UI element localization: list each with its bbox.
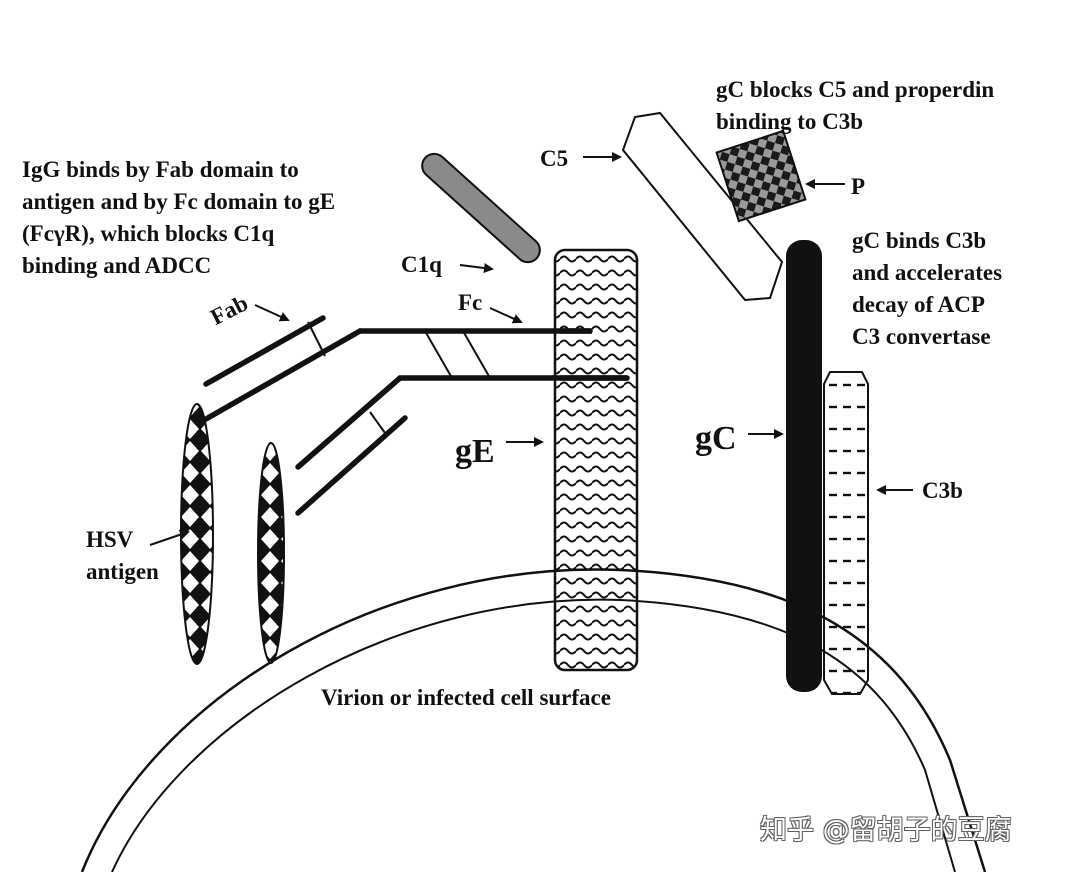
gc-blocks-annotation: gC blocks C5 and properdin binding to C3…: [716, 74, 994, 138]
gc-binds-line-4: C3 convertase: [852, 324, 991, 349]
properdin-molecule: [715, 129, 807, 223]
c3b-label: C3b: [922, 478, 963, 503]
c1q-label: C1q: [401, 252, 442, 277]
hsv-label-line-2: antigen: [86, 559, 159, 584]
surface-label: Virion or infected cell surface: [321, 685, 611, 710]
igg-annotation: IgG binds by Fab domain to antigen and b…: [22, 154, 335, 282]
ge-label: gE: [455, 433, 495, 470]
hsv-antigen-right: [257, 442, 285, 664]
hsv-label-line-1: HSV: [86, 527, 134, 552]
c3b-molecule: [823, 371, 869, 695]
watermark: 知乎 @留胡子的豆腐: [760, 815, 1012, 846]
gc-binds-line-3: decay of ACP: [852, 292, 985, 317]
c5-label: C5: [540, 146, 569, 171]
fc-arrow: [489, 307, 523, 324]
igg-text-line-1: IgG binds by Fab domain to: [22, 157, 299, 182]
fab-arrow: [254, 304, 290, 322]
c5-molecule: [621, 111, 784, 302]
igg-text-line-2: antigen and by Fc domain to gE: [22, 189, 336, 214]
gc-blocks-line-1: gC blocks C5 and properdin: [716, 77, 995, 102]
hsv-antigen-left: [180, 403, 214, 665]
gc-binds-line-1: gC binds C3b: [852, 228, 987, 253]
gc-label: gC: [695, 420, 737, 457]
fc-label: Fc: [458, 290, 483, 315]
gc-binds-line-2: and accelerates: [852, 260, 1003, 285]
igg-text-line-3: (FcγR), which blocks C1q: [22, 221, 275, 246]
c1q-molecule: [421, 152, 541, 264]
ge-receptor: [553, 248, 639, 672]
gc-binds-annotation: gC binds C3b and accelerates decay of AC…: [852, 225, 1002, 353]
c1q-arrow: [459, 263, 494, 273]
gc-blocks-line-2: binding to C3b: [716, 109, 864, 134]
p-label: P: [851, 174, 866, 199]
gc-protein: [786, 240, 822, 692]
hsv-antigen-label: HSV antigen: [86, 524, 159, 588]
igg-text-line-4: binding and ADCC: [22, 253, 212, 278]
hsv-arrow: [149, 529, 190, 546]
